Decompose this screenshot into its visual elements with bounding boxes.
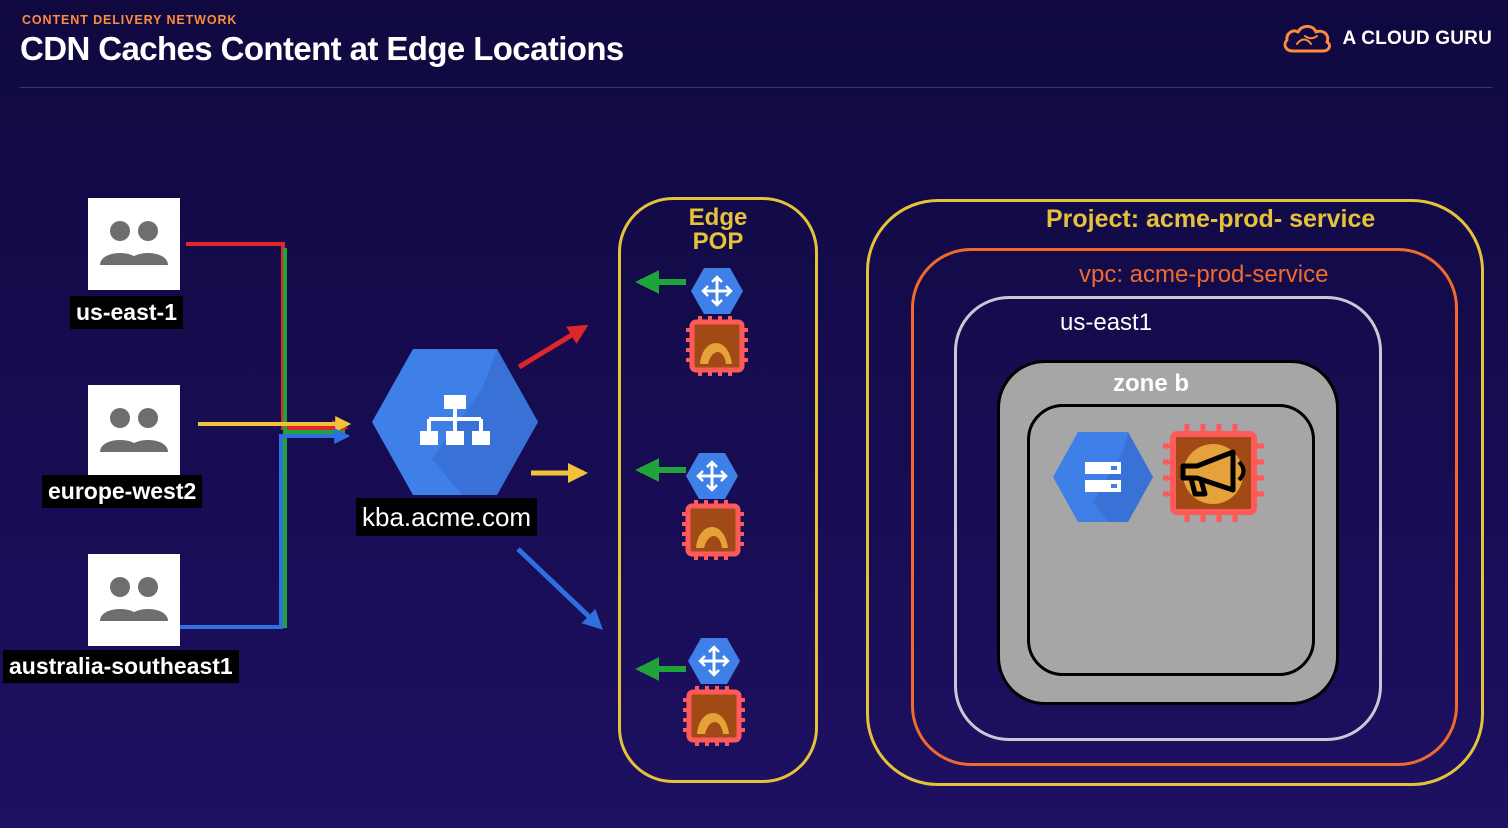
lb-to-edge-red (517, 324, 589, 370)
cache-icon (683, 686, 745, 746)
users-australia-southeast1 (88, 554, 180, 646)
section-eyebrow: CONTENT DELIVERY NETWORK (22, 13, 238, 27)
cdn-icon (686, 453, 738, 499)
lb-to-edge-blue (516, 547, 603, 630)
us-east-1-connector (186, 242, 349, 436)
region-frame (954, 296, 1382, 741)
people-icon (100, 408, 168, 452)
megaphone-icon (1163, 424, 1264, 522)
brand-name: A CLOUD GURU (1342, 28, 1492, 49)
australia-connector (180, 428, 351, 629)
users-europe-west2 (88, 385, 180, 477)
vpc-title: vpc: acme-prod-service (1079, 261, 1329, 288)
users-us-east-1 (88, 198, 180, 290)
zone-title: zone b (1113, 370, 1189, 397)
load-balancer-label: kba.acme.com (356, 498, 538, 536)
region-label-us-east-1: us-east-1 (70, 296, 183, 329)
region-label-australia-southeast1: australia-southeast1 (3, 650, 239, 683)
cache-icon (686, 316, 748, 376)
header-divider (20, 87, 1492, 88)
instance-group-frame (1027, 404, 1315, 676)
cache-icon (682, 500, 744, 560)
project-title: Project: acme-prod- service (1046, 205, 1376, 233)
people-icon (100, 577, 168, 621)
storage-icon (1053, 432, 1153, 522)
project-frame (866, 199, 1484, 786)
people-icon (100, 221, 168, 265)
region-title: us-east1 (1060, 309, 1153, 336)
edge-pop-frame (618, 197, 818, 783)
page-title: CDN Caches Content at Edge Locations (20, 30, 624, 67)
cloud-logo-icon (1283, 24, 1331, 53)
cdn-icon (688, 638, 740, 684)
brand-logo: A CLOUD GURU (1281, 24, 1492, 54)
cdn-icon (691, 268, 743, 314)
region-label-europe-west2: europe-west2 (42, 475, 203, 508)
vpc-frame (911, 248, 1458, 766)
load-balancer-icon (372, 349, 538, 495)
